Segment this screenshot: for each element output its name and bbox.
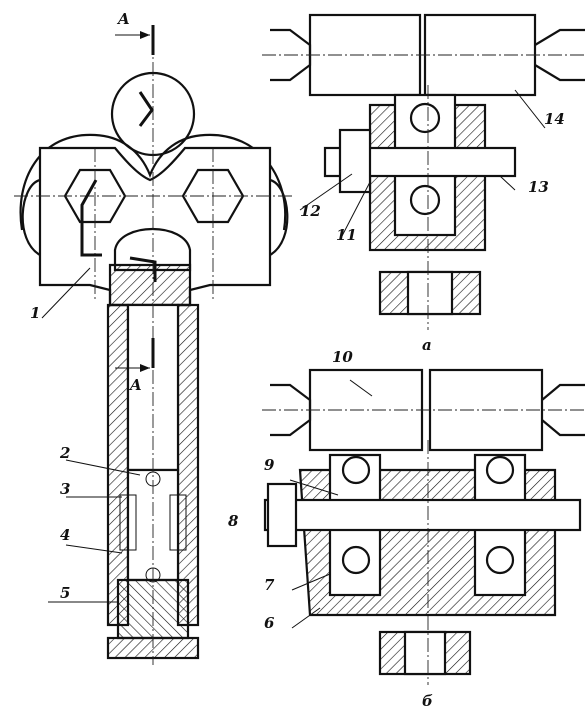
- label-10: 10: [332, 348, 353, 366]
- axle-bolt-b: [263, 498, 582, 532]
- label-14: 14: [544, 110, 565, 128]
- ball-top: [409, 102, 441, 134]
- label-3: 3: [60, 480, 70, 498]
- label-8: 8: [228, 512, 239, 530]
- labels: 1 2 3 4 5 6 7 8 9 10 11 12 13 14 A A а б: [30, 10, 565, 710]
- view-b: [262, 368, 587, 685]
- label-7: 7: [264, 576, 275, 594]
- view-label-a: а: [422, 336, 432, 354]
- label-9: 9: [264, 456, 275, 474]
- section-label-top: A: [116, 10, 130, 28]
- stem-wall-right: [176, 303, 200, 627]
- nut-8: [266, 482, 298, 548]
- nut-12: [338, 128, 372, 194]
- label-5: 5: [60, 584, 70, 602]
- stem-wall-left: [106, 303, 130, 627]
- section-label-bottom: A: [128, 376, 142, 394]
- label-2: 2: [59, 444, 70, 462]
- view-label-b: б: [422, 692, 433, 710]
- label-12: 12: [300, 202, 321, 220]
- label-11: 11: [336, 226, 357, 244]
- ball-bottom: [409, 184, 441, 216]
- left-view: [14, 25, 292, 665]
- hub-section: [108, 263, 192, 307]
- label-4: 4: [60, 526, 70, 544]
- view-a: [262, 13, 587, 330]
- label-13: 13: [528, 178, 549, 196]
- label-6: 6: [264, 614, 275, 632]
- label-1: 1: [30, 304, 40, 322]
